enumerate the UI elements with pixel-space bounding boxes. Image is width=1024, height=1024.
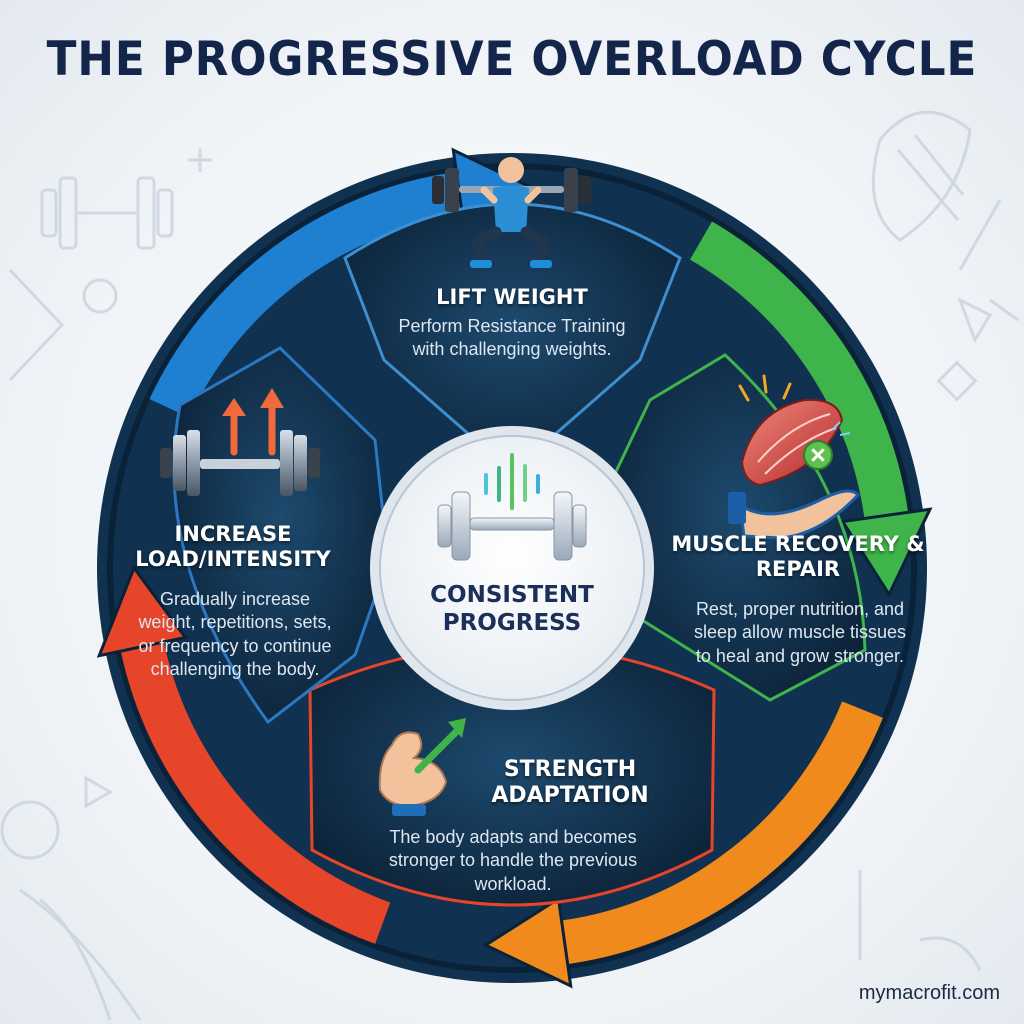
cycle-arrow-adaptation-to-increase xyxy=(120,641,391,944)
cycle-arrowhead-recovery xyxy=(840,507,933,598)
cycle-arrowhead-adaptation xyxy=(482,896,573,989)
recovery-stage-title: MUSCLE RECOVERY & REPAIR xyxy=(671,532,925,581)
squatting-lifter-icon xyxy=(432,157,591,268)
faint-circle-icon xyxy=(82,278,118,314)
faint-muscle-icon xyxy=(871,110,972,242)
faint-lines-icon xyxy=(958,199,1019,322)
faint-ring-icon xyxy=(0,800,60,860)
increase-stage-description: Gradually increase weight, repetitions, … xyxy=(138,589,332,680)
increase-stage-title: INCREASE LOAD/INTENSITY xyxy=(135,522,331,571)
page-title: THE PROGRESSIVE OVERLOAD CYCLE xyxy=(46,32,978,87)
recovery-stage-description: Rest, proper nutrition, and sleep allow … xyxy=(693,599,907,666)
faint-stroke-icon xyxy=(858,870,982,971)
faint-chevron-icon xyxy=(8,268,65,382)
faint-fiber-icon xyxy=(19,888,142,1021)
flexed-arm-icon xyxy=(378,718,466,816)
faint-plus-icon xyxy=(188,148,212,172)
adaptation-stage-title: STRENGTH ADAPTATION xyxy=(491,757,649,808)
faint-play-icon xyxy=(84,775,113,809)
faint-triangle-icon xyxy=(957,296,993,344)
panel-lift xyxy=(343,202,682,474)
center-dumbbell-icon xyxy=(437,491,587,561)
faint-dumbbell-icon xyxy=(40,176,174,250)
footer-website: mymacrofit.com xyxy=(858,982,1000,1004)
center-circle xyxy=(379,435,645,701)
dumbbell-up-arrows-icon xyxy=(160,388,320,496)
adaptation-stage-description: The body adapts and becomes stronger to … xyxy=(388,827,638,894)
center-title: CONSISTENT PROGRESS xyxy=(430,582,594,636)
cycle-arrow-recovery-to-adaptation xyxy=(561,701,883,965)
cycle-arrows xyxy=(96,147,933,989)
cycle-arrow-lift-to-recovery xyxy=(689,221,909,519)
stage-panels xyxy=(172,202,867,907)
faint-diamond-icon xyxy=(936,360,978,402)
center-signal-bars-icon xyxy=(484,453,540,510)
cycle-arrowhead-increase xyxy=(96,564,188,658)
panel-recovery xyxy=(610,353,867,702)
background-decor xyxy=(0,110,1019,1021)
cycle-arrow-increase-to-lift xyxy=(149,171,463,418)
lift-stage-title: LIFT WEIGHT xyxy=(436,285,588,309)
muscle-in-hand-icon xyxy=(728,374,860,540)
lift-stage-description: Perform Resistance Training with challen… xyxy=(398,316,626,360)
